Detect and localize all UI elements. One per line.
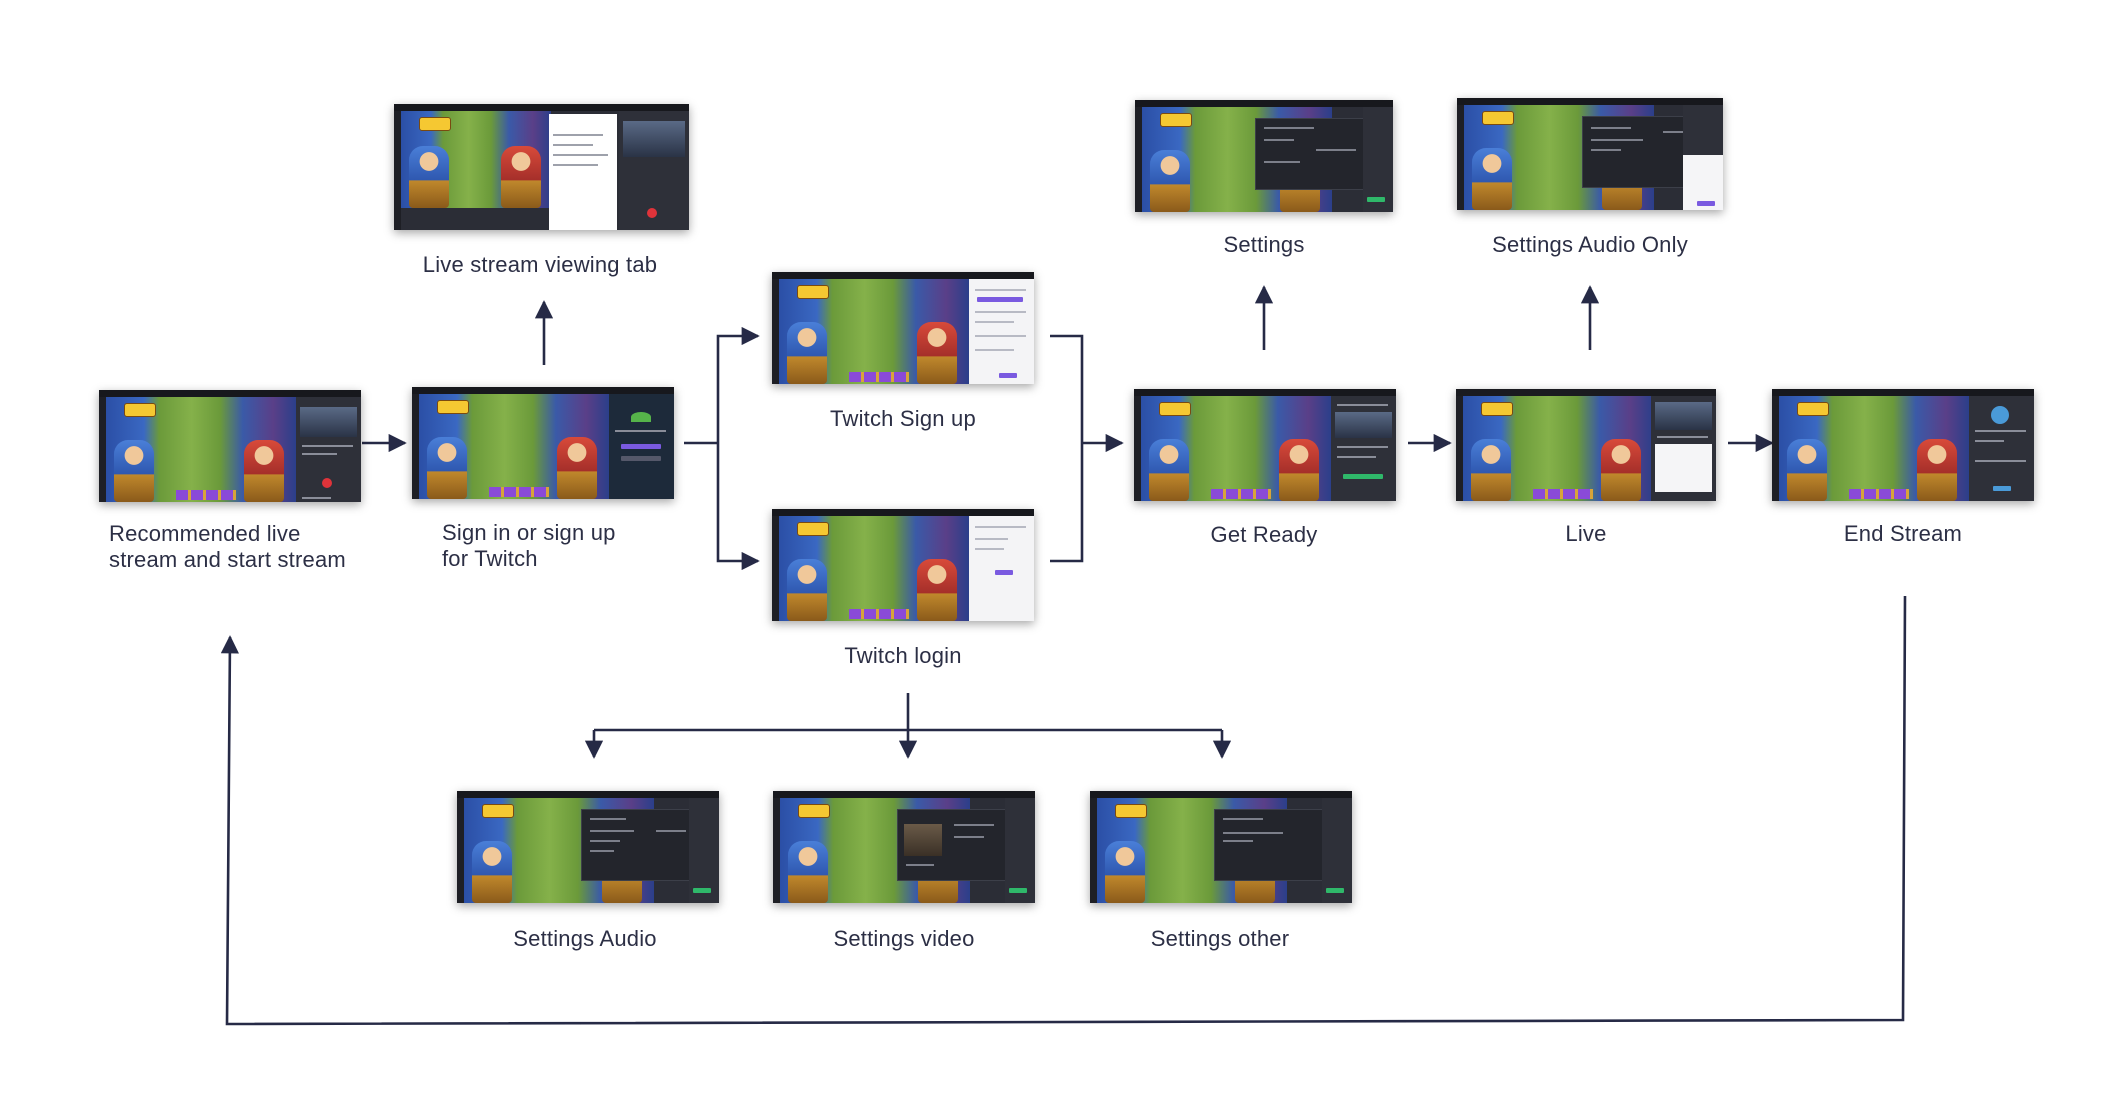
record-icon: [647, 208, 657, 218]
label-viewing: Live stream viewing tab: [422, 252, 658, 277]
label-settings: Settings: [1223, 232, 1305, 257]
label-settings-video: Settings video: [833, 926, 975, 951]
edge-signin-to-signup: [716, 326, 760, 443]
label-login: Twitch login: [844, 643, 962, 668]
screen-twitch-login: [772, 509, 1034, 621]
screen-settings-other: [1090, 791, 1352, 903]
label-signin: Sign in or sign up for Twitch: [442, 520, 616, 571]
clash-royale-logo: [1159, 402, 1191, 416]
clash-royale-logo: [482, 804, 514, 818]
label-settings-audio: Settings Audio: [513, 926, 657, 951]
label-endstream: End Stream: [1843, 521, 1963, 546]
screen-settings-audio-only: [1457, 98, 1723, 210]
clash-royale-logo: [1160, 113, 1192, 127]
clash-royale-logo: [797, 522, 829, 536]
label-live: Live: [1565, 521, 1607, 546]
clash-royale-logo: [437, 400, 469, 414]
screen-settings-audio: [457, 791, 719, 903]
screen-settings-video: [773, 791, 1035, 903]
edge-signup-merge: [1050, 334, 1084, 563]
webcam-preview: [904, 824, 942, 856]
label-settings-audio-only: Settings Audio Only: [1492, 232, 1688, 257]
screen-live: [1456, 389, 1716, 501]
screen-live-stream-viewing: [394, 104, 689, 230]
screen-twitch-sign-up: [772, 272, 1034, 384]
screen-recommended-live-stream: [99, 390, 361, 502]
label-settings-other: Settings other: [1150, 926, 1290, 951]
screen-get-ready: [1134, 389, 1396, 501]
clash-royale-logo: [798, 804, 830, 818]
clash-royale-logo: [1115, 804, 1147, 818]
clash-royale-logo: [1481, 402, 1513, 416]
edge-signin-to-login: [716, 443, 760, 571]
label-recommended: Recommended live stream and start stream: [109, 521, 346, 572]
clash-royale-logo: [419, 117, 451, 131]
screen-sign-in-twitch: [412, 387, 674, 499]
clash-royale-logo: [1797, 402, 1829, 416]
screen-end-stream: [1772, 389, 2034, 501]
edge-endstream-to-recommended: [220, 595, 1907, 1026]
label-signup: Twitch Sign up: [830, 406, 976, 431]
clash-royale-logo: [797, 285, 829, 299]
label-getready: Get Ready: [1210, 522, 1318, 547]
avatar: [1991, 406, 2009, 424]
screen-settings: [1135, 100, 1393, 212]
clash-royale-logo: [124, 403, 156, 417]
globe-icon: [631, 412, 651, 422]
clash-royale-logo: [1482, 111, 1514, 125]
record-icon: [322, 478, 332, 488]
